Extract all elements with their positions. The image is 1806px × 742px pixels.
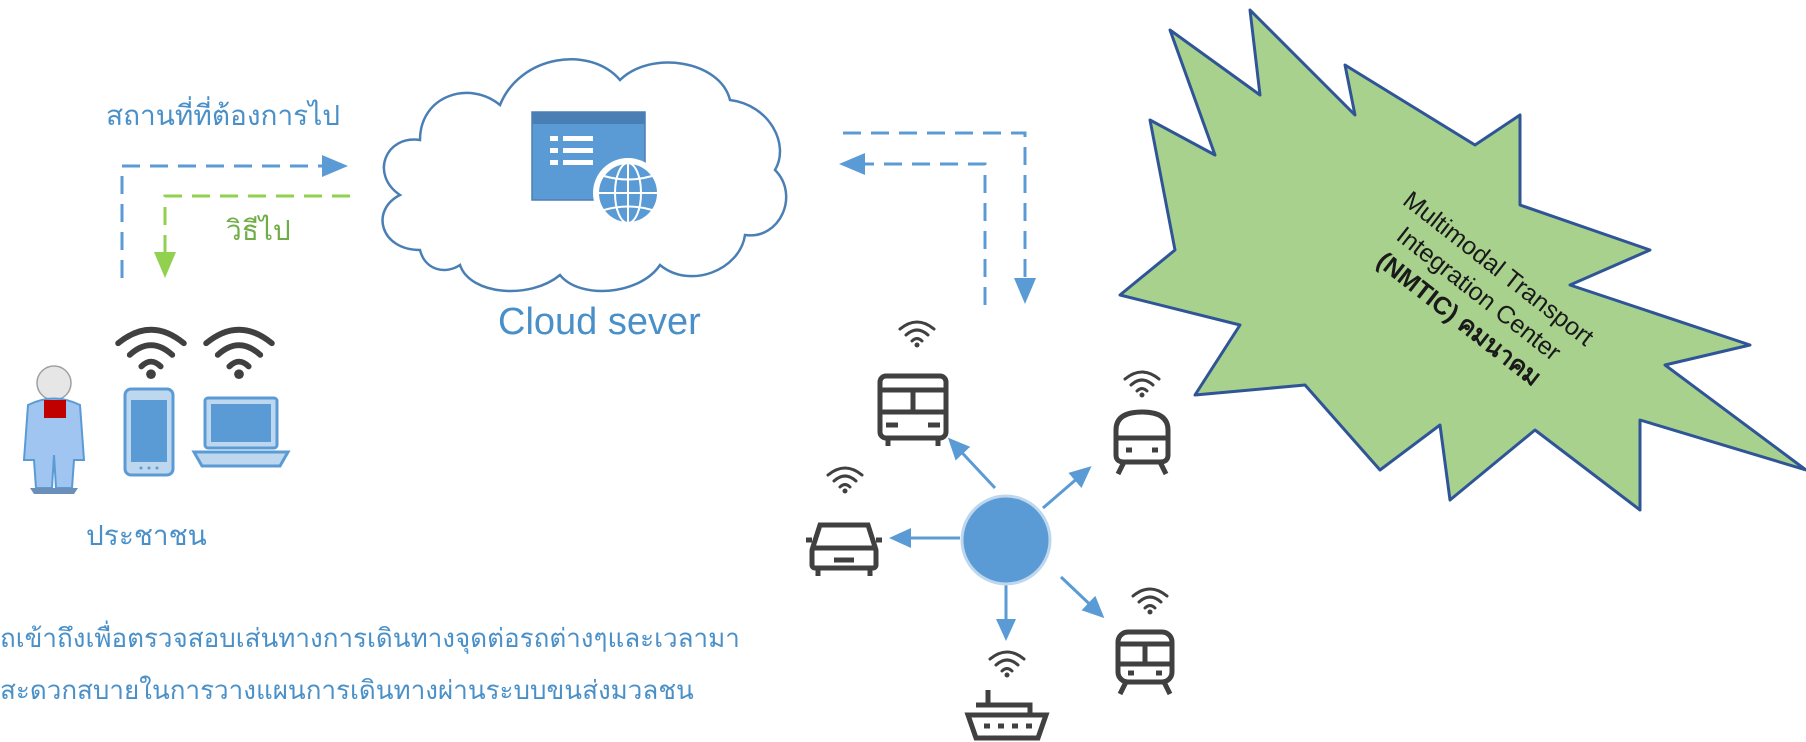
wifi-icon xyxy=(206,330,272,379)
wifi-icon xyxy=(826,466,864,494)
hub-node xyxy=(960,494,1052,586)
nmtic-starburst: Multimodal Transport Integration Center … xyxy=(1118,8,1806,512)
smartphone-icon xyxy=(123,387,175,477)
laptop-icon xyxy=(191,396,291,468)
description-line-1: ถเข้าถึงเพื่อตรวจสอบเส่นทางการเดินทางจุด… xyxy=(0,620,740,654)
wifi-icon xyxy=(1123,370,1161,398)
data-return-arrow xyxy=(839,153,987,305)
route-label: วิธีไป xyxy=(226,214,291,247)
car-icon xyxy=(806,522,882,576)
data-feed-arrow xyxy=(843,131,1036,304)
description-line-2: สะดวกสบายในการวางแผนการเดินทางผ่านระบบขน… xyxy=(0,676,694,706)
hub-arrows xyxy=(889,437,1105,641)
wifi-icon xyxy=(988,650,1026,678)
destination-label: สถานที่ที่ต้องการไป xyxy=(106,96,340,132)
request-arrow xyxy=(120,155,348,278)
wifi-icon xyxy=(118,330,184,379)
wifi-icon xyxy=(898,320,936,348)
person-icon xyxy=(22,365,86,494)
people-label: ประชาชน xyxy=(86,519,207,552)
train-icon xyxy=(1113,409,1171,476)
cloud-server-label: Cloud sever xyxy=(498,301,701,343)
web-globe-icon xyxy=(531,111,663,228)
train-icon xyxy=(1115,629,1175,696)
bus-icon xyxy=(877,373,949,446)
ship-icon xyxy=(964,690,1050,741)
response-arrow xyxy=(154,194,350,278)
wifi-icon xyxy=(1131,587,1169,615)
